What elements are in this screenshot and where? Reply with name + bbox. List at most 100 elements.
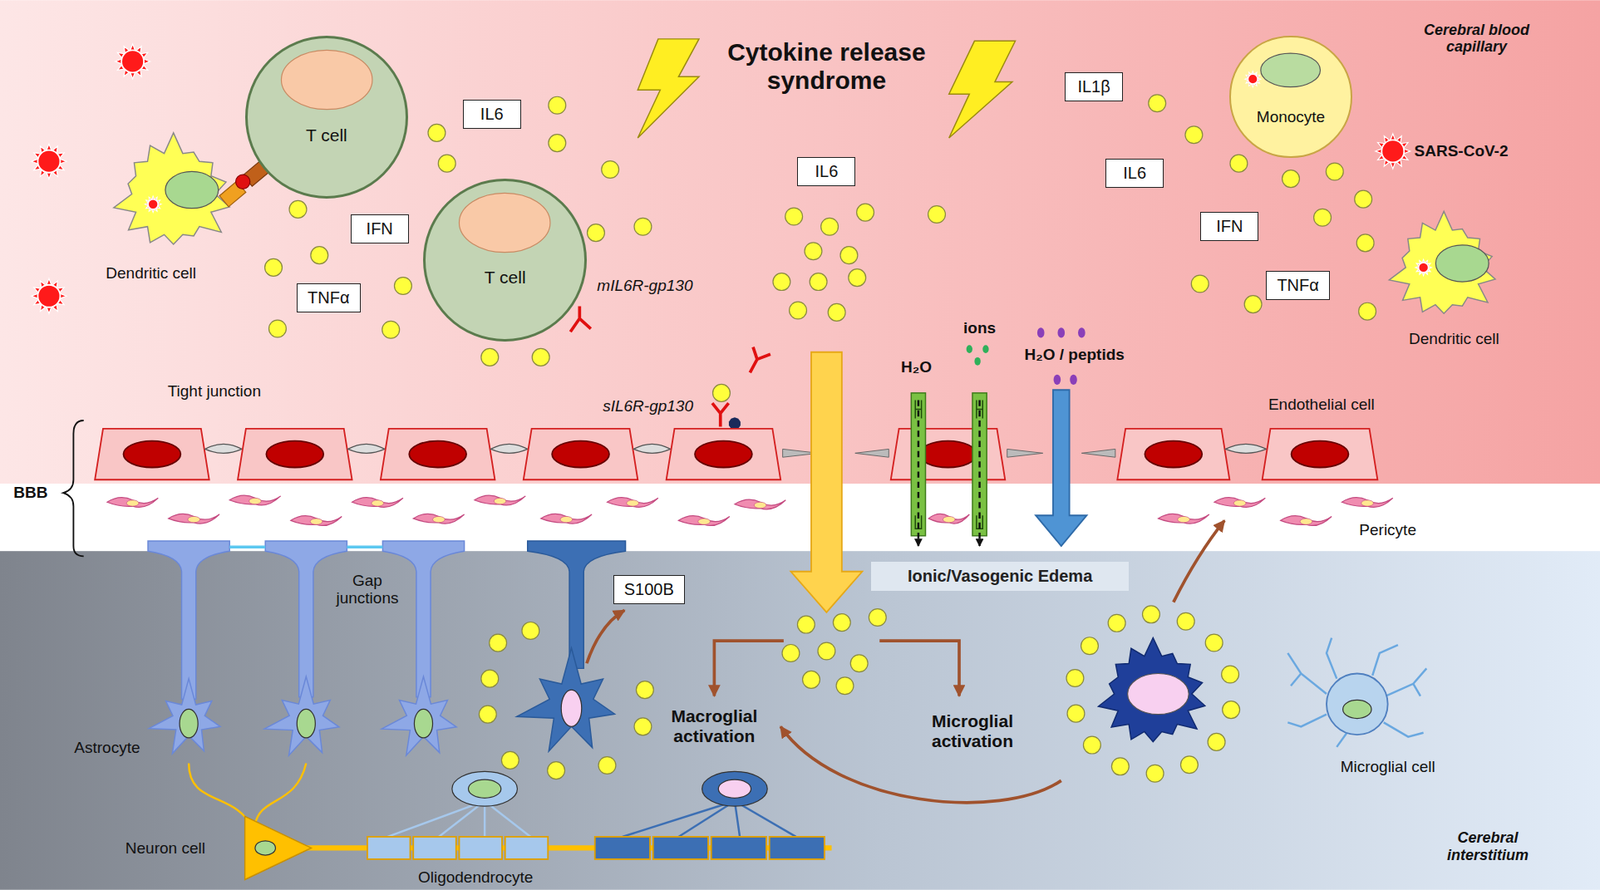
microglia-nucleus	[1343, 699, 1372, 719]
astrocyte-nucleus	[296, 708, 316, 738]
activation-arrow	[713, 640, 783, 696]
virus-body	[121, 49, 144, 73]
endothelial-cell	[891, 428, 1006, 480]
edema-band: Ionic/Vasogenic Edema	[871, 561, 1129, 591]
cytokine-dot	[1066, 669, 1084, 688]
cytokine-dot	[1325, 162, 1344, 181]
cytokine-dot	[481, 348, 499, 366]
microglia-branch	[1287, 714, 1327, 728]
flux-arrow	[978, 399, 980, 547]
pericyte	[734, 499, 786, 510]
open-junction	[855, 448, 890, 458]
virus-spikes	[31, 143, 67, 179]
cytokine-dot	[1356, 234, 1374, 252]
pericyte	[1157, 513, 1209, 524]
cytokine-dot	[587, 224, 606, 242]
virus-body	[1417, 262, 1428, 273]
endothelial-nucleus	[1144, 441, 1202, 468]
virus-body	[37, 285, 60, 308]
cytokine-dot	[634, 718, 652, 736]
microglia-branch	[1326, 638, 1337, 680]
neuron-body	[245, 816, 312, 880]
cytokine-dot	[478, 705, 497, 724]
water-flux-arrow	[1035, 389, 1087, 547]
cytokine-dot	[1081, 637, 1099, 655]
cytokine-dot	[1142, 605, 1161, 624]
ion	[974, 357, 980, 366]
diagram-title: Cytokine release syndrome	[705, 37, 947, 95]
cytokine-dot	[598, 757, 616, 775]
ion	[966, 344, 973, 354]
cytokine-dot	[428, 123, 446, 142]
cytokine-box: TNFα	[296, 283, 360, 313]
microglia-branch	[1412, 684, 1421, 697]
t-cell: T cell	[245, 35, 409, 199]
myelin-segment	[413, 836, 457, 860]
cytokine-dot	[1282, 170, 1300, 188]
text-label: Neuron cell	[125, 840, 206, 859]
endothelial-nucleus	[408, 441, 467, 468]
node-text: IL6	[815, 162, 839, 181]
cytokine-dot	[1244, 295, 1262, 314]
peptide	[1057, 327, 1065, 338]
dendrite	[255, 763, 306, 826]
oligo-nucleus	[468, 779, 502, 798]
cytokine-dot	[1180, 756, 1198, 774]
astrocyte-body	[381, 676, 457, 756]
il6-receptor	[570, 306, 591, 333]
microglia-branch	[1287, 653, 1327, 695]
cell-interior	[425, 181, 584, 340]
cytokine-dot	[817, 642, 836, 660]
pericyte-nucleus	[126, 500, 139, 507]
pericyte-nucleus	[560, 516, 573, 522]
open-junction	[1081, 448, 1116, 458]
oligo-process	[484, 801, 531, 837]
cytokine-dot	[547, 762, 566, 780]
text-label: Microglial activation	[931, 711, 1014, 752]
cytokine-dot	[601, 161, 620, 179]
cytokine-dot	[827, 303, 846, 321]
microglia-branch	[1290, 674, 1301, 687]
cytokine-dot	[521, 622, 540, 640]
microglia-branch	[1336, 733, 1347, 748]
pericyte-nucleus	[1233, 500, 1246, 507]
pericyte-nucleus	[187, 516, 201, 522]
pericyte-nucleus	[371, 500, 384, 507]
pericyte	[678, 516, 729, 527]
cytokine-dot	[634, 217, 652, 236]
text-label: mIL6R-gp130	[596, 276, 693, 296]
cytokine-dot	[782, 644, 800, 663]
cytokine-dot	[840, 246, 858, 265]
cytokine-dot	[1221, 665, 1240, 684]
activation-arrow	[879, 640, 960, 696]
oligo-process	[438, 801, 485, 837]
cytokine-dot	[856, 203, 875, 222]
cytokine-dot	[268, 320, 286, 338]
tight-junction	[633, 443, 670, 453]
cytokine-dot	[1176, 612, 1195, 631]
cytokine-dot	[1111, 758, 1129, 776]
astrocyte-endfoot	[265, 541, 347, 698]
cytokine-dot	[850, 654, 868, 673]
endothelial-cell	[380, 428, 496, 480]
astrocyte-endfoot	[527, 541, 626, 669]
cytokine-dot	[1067, 704, 1085, 723]
peptide	[1053, 374, 1062, 385]
text-label: Cerebral interstitium	[1447, 829, 1529, 864]
cytokine-box: IL6	[797, 157, 856, 187]
peptide	[1078, 327, 1086, 338]
cytokine-dot	[481, 669, 499, 688]
virus-spikes	[145, 196, 162, 212]
cytokine-dot	[1314, 208, 1332, 227]
ion	[982, 344, 989, 354]
interstitium-ground	[0, 551, 1600, 890]
endothelial-cell	[666, 428, 782, 480]
node-text: Monocyte	[1230, 108, 1350, 127]
virus-spikes	[115, 44, 151, 79]
virus-spikes	[1415, 259, 1432, 276]
oligo-process	[678, 801, 735, 837]
cytokine-box: IFN	[350, 214, 409, 244]
cytokine-dot	[548, 134, 567, 153]
pericyte-nucleus	[942, 516, 956, 522]
cytokine-dot	[832, 614, 851, 632]
